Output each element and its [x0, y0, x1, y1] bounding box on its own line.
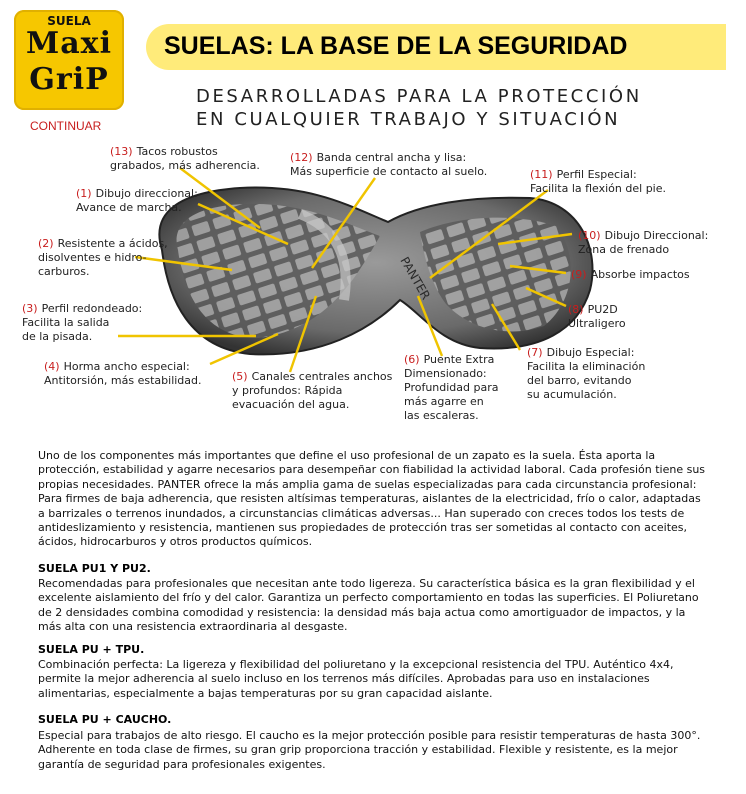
heading-pu-caucho: SUELA PU + CAUCHO.: [38, 713, 172, 726]
callout-13: (13)Tacos robustos grabados, más adheren…: [110, 145, 260, 172]
body-pu-tpu: Combinación perfecta: La ligereza y flex…: [38, 658, 674, 700]
maxigrip-logo: SUELA Maxi GriP: [14, 10, 124, 110]
subtitle-line-2: EN CUALQUIER TRABAJO Y SITUACIÓN: [196, 109, 621, 130]
callout-8: (8)PU2D Ultraligero: [568, 303, 626, 330]
callout-11: (11)Perfil Especial: Facilita la flexión…: [530, 168, 666, 195]
body-pu1-pu2: Recomendadas para profesionales que nece…: [38, 577, 699, 634]
logo-suela-text: SUELA: [47, 14, 91, 28]
intro-paragraph: Uno de los componentes más importantes q…: [38, 449, 706, 549]
callout-2: (2)Resistente a ácidos, disolventes e hi…: [38, 237, 168, 278]
title-banner: SUELAS: LA BASE DE LA SEGURIDAD: [146, 24, 726, 70]
heading-pu-tpu: SUELA PU + TPU.: [38, 643, 145, 656]
callout-3: (3)Perfil redondeado: Facilita la salida…: [22, 302, 143, 343]
continuar-link[interactable]: CONTINUAR: [30, 119, 102, 133]
heading-pu1-pu2: SUELA PU1 Y PU2.: [38, 562, 151, 575]
logo-grip-text: GriP: [29, 62, 109, 97]
callout-6: (6)Puente Extra Dimensionado: Profundida…: [404, 353, 499, 422]
callout-4: (4)Horma ancho especial: Antitorsión, má…: [44, 360, 202, 387]
callout-7: (7)Dibujo Especial: Facilita la eliminac…: [527, 346, 646, 401]
sole-diagram: PANTER: [118, 167, 594, 373]
logo-maxi-text: Maxi: [26, 26, 112, 61]
subtitle-line-1: DESARROLLADAS PARA LA PROTECCIÓN: [196, 86, 642, 107]
callout-5: (5)Canales centrales anchos y profundos:…: [232, 370, 393, 411]
callout-9: (9)Absorbe impactos: [571, 268, 690, 281]
page-title: SUELAS: LA BASE DE LA SEGURIDAD: [164, 32, 628, 60]
callout-10: (10)Dibujo Direccional: Zona de frenado: [578, 229, 709, 256]
callout-12: (12)Banda central ancha y lisa: Más supe…: [290, 151, 488, 178]
body-pu-caucho: Especial para trabajos de alto riesgo. E…: [38, 729, 701, 771]
callout-1: (1)Dibujo direccional: Avance de marcha.: [76, 187, 198, 214]
